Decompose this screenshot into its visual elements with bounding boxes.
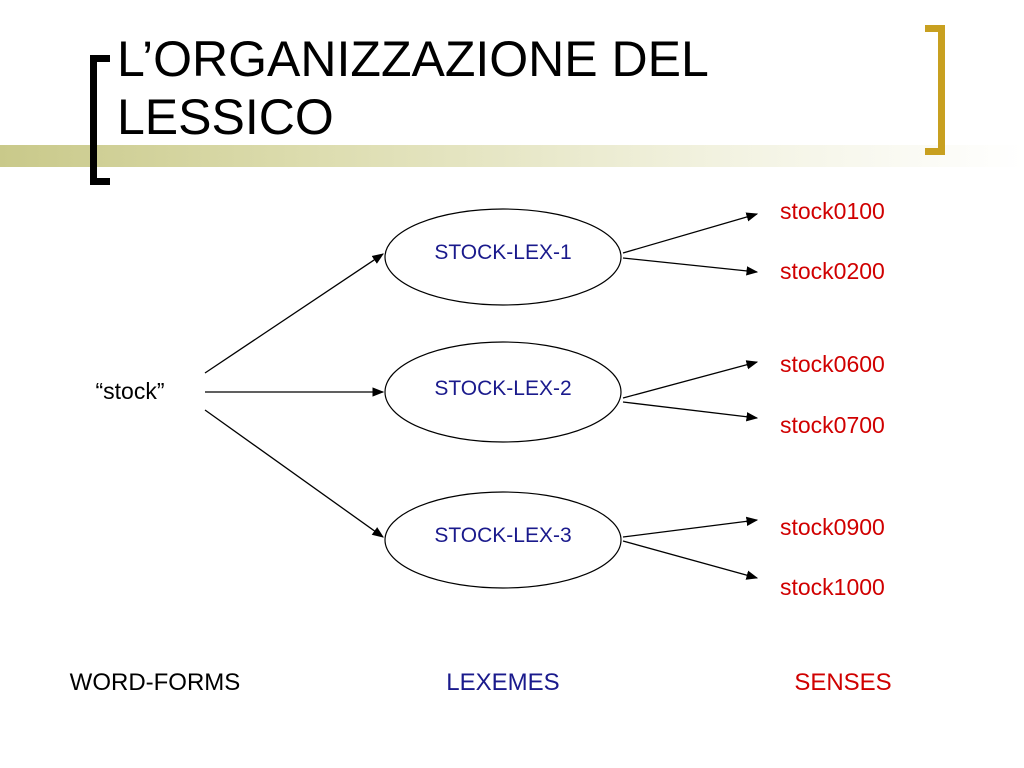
lexeme-label-1: STOCK-LEX-1 — [434, 241, 571, 264]
sense-label: stock0700 — [780, 412, 885, 438]
sense-label: stock0600 — [780, 351, 885, 377]
title-bracket-left — [90, 55, 110, 185]
arrow-word-to-lex-3 — [204, 409, 384, 538]
lexeme-node-3 — [384, 491, 622, 589]
sense-label: stock0100 — [780, 198, 885, 224]
arrow-word-to-lex-1 — [204, 253, 384, 374]
arrow-lex-1-to-sense-1 — [622, 212, 759, 254]
word-form-label: “stock” — [96, 378, 165, 404]
lexeme-label-2: STOCK-LEX-2 — [434, 377, 571, 400]
arrow-lex-2-to-sense-1 — [622, 360, 759, 399]
arrow-lex-2-to-sense-2 — [622, 401, 759, 422]
title-accent-band — [0, 145, 1024, 167]
title-bracket-right — [925, 25, 945, 155]
arrow-lex-3-to-sense-2 — [622, 540, 759, 580]
lexeme-node-2 — [384, 341, 622, 443]
sense-label: stock0200 — [780, 258, 885, 284]
sense-label: stock1000 — [780, 574, 885, 600]
lexeme-label-3: STOCK-LEX-3 — [434, 524, 571, 547]
lexeme-node-1 — [384, 208, 622, 306]
footer-lexemes: LEXEMES — [446, 669, 559, 696]
footer-senses: SENSES — [794, 669, 891, 696]
footer-word-forms: WORD-FORMS — [70, 669, 241, 696]
sense-label: stock0900 — [780, 514, 885, 540]
arrow-lex-3-to-sense-1 — [622, 516, 759, 538]
slide-title: L’ORGANIZZAZIONE DEL LESSICO — [117, 31, 707, 145]
arrow-lex-1-to-sense-2 — [622, 257, 759, 276]
